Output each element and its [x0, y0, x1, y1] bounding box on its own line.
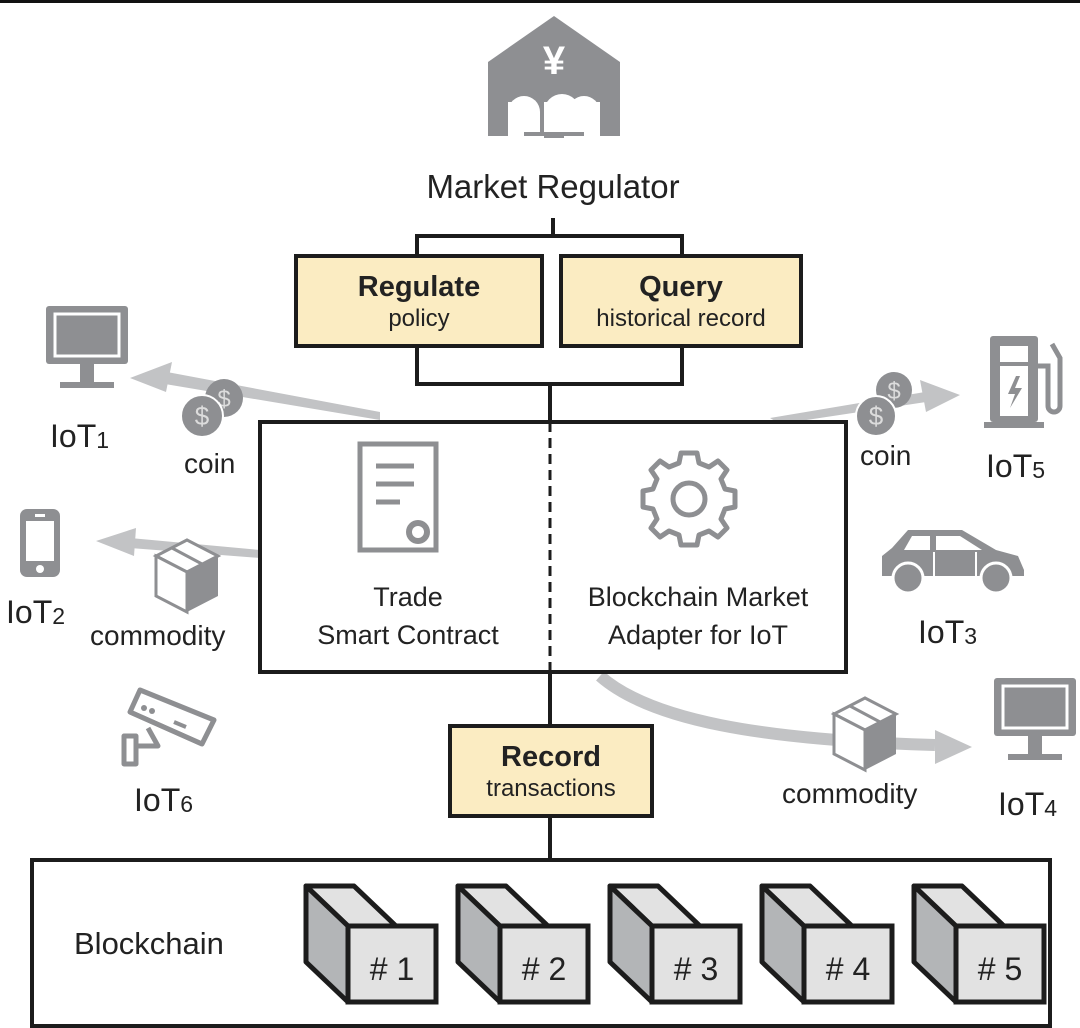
market-regulator-label: Market Regulator [426, 168, 680, 205]
car-icon [882, 530, 1024, 595]
block-cube-1: # 1 [303, 883, 439, 1005]
record-title: Record [501, 741, 601, 773]
svg-text:$: $ [869, 401, 884, 431]
block-cube-2: # 2 [455, 883, 591, 1005]
block-cube-3: # 3 [607, 883, 743, 1005]
block-label: # 5 [978, 951, 1022, 987]
iot6-label: IoT6 [134, 782, 194, 818]
market-adapter-line1: Blockchain Market [587, 582, 809, 612]
trade-contract-line1: Trade [373, 582, 443, 612]
blockchain-label: Blockchain [74, 926, 224, 961]
block-label: # 4 [826, 951, 870, 987]
gear-icon [640, 450, 738, 548]
trade-contract-line2: Smart Contract [317, 620, 499, 650]
record-subtitle: transactions [486, 775, 616, 802]
charging-station-icon [984, 336, 1063, 428]
contract-document-icon [357, 441, 439, 553]
svg-text:¥: ¥ [543, 39, 566, 83]
monitor-icon [994, 678, 1076, 760]
coin-icon: $ $ [855, 372, 912, 437]
commodity-label-iot4: commodity [782, 778, 918, 809]
regulator-connector [415, 218, 684, 422]
security-camera-icon [121, 687, 217, 767]
iot5-label: IoT5 [986, 448, 1046, 484]
top-border [0, 0, 1080, 3]
flow-arrow-to-iot4 [596, 671, 972, 764]
smartphone-icon [20, 509, 60, 577]
svg-text:$: $ [887, 378, 900, 405]
market-adapter-label: Blockchain Market Adapter for IoT [588, 578, 809, 654]
block-label: # 2 [522, 951, 566, 987]
coin-label-iot1: coin [184, 448, 236, 479]
coin-label-iot5: coin [860, 440, 912, 471]
block-cube-5: # 5 [911, 883, 1047, 1005]
monitor-icon [46, 306, 128, 388]
market-adapter-line2: Adapter for IoT [607, 620, 789, 650]
block-label: # 1 [370, 951, 414, 987]
svg-text:$: $ [195, 401, 210, 431]
trade-contract-label: Trade Smart Contract [317, 578, 499, 654]
query-title: Query [639, 271, 723, 303]
coin-icon: $ $ [180, 379, 243, 438]
core-system-box [258, 420, 848, 674]
regulate-title: Regulate [357, 271, 481, 303]
query-historical-record-box: Query historical record [559, 254, 803, 348]
package-icon [152, 538, 222, 615]
record-transactions-box: Record transactions [448, 724, 654, 818]
iot2-label: IoT2 [6, 594, 66, 630]
iot4-label: IoT4 [998, 786, 1058, 822]
query-subtitle: historical record [596, 305, 766, 332]
commodity-label-iot2: commodity [90, 620, 226, 651]
block-cube-4: # 4 [759, 883, 895, 1005]
iot3-label: IoT3 [918, 614, 978, 650]
regulate-policy-box: Regulate policy [294, 254, 544, 348]
package-icon [830, 696, 900, 773]
block-label: # 3 [674, 951, 718, 987]
iot1-label: IoT1 [50, 418, 110, 454]
bank-yen-icon: ¥ [488, 16, 620, 138]
flow-arrow-to-iot1 [130, 362, 380, 420]
regulate-subtitle: policy [388, 305, 450, 332]
